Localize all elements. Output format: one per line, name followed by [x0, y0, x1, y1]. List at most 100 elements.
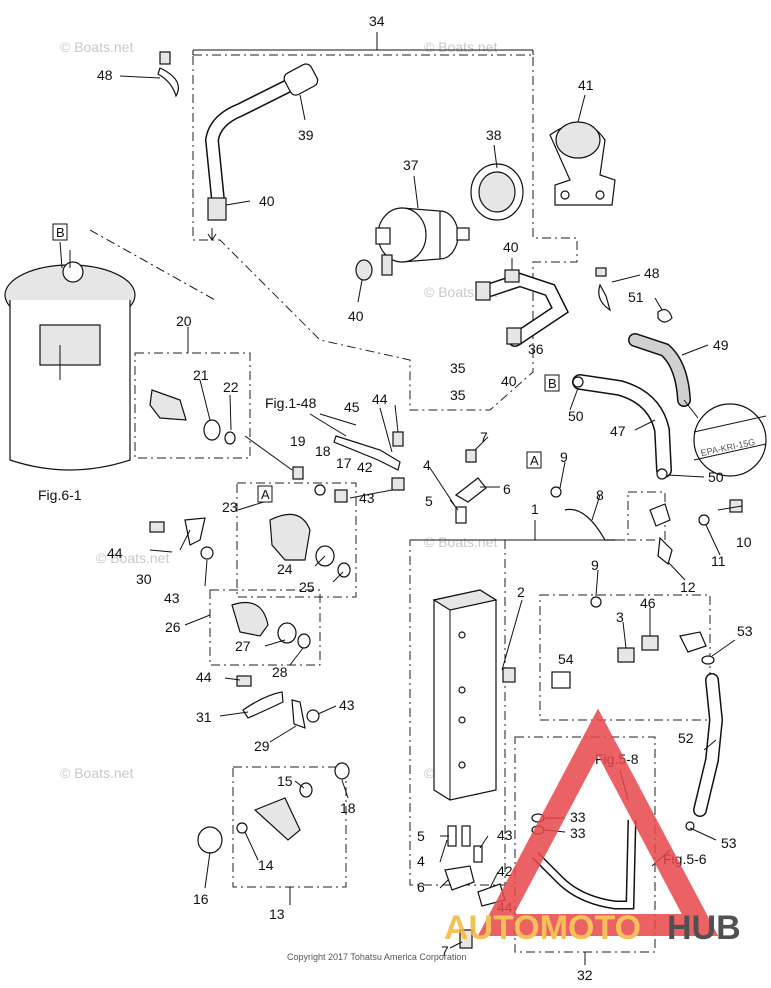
callout-23: 23 — [222, 499, 238, 515]
callout-53-upper: 53 — [737, 623, 753, 639]
epa-tag: EPA-KRI-15G — [683, 399, 767, 477]
callout-2: 2 — [517, 584, 525, 600]
callout-4-top: 4 — [423, 457, 431, 473]
callout-6-bottom: 6 — [417, 879, 425, 895]
callout-5-bottom: 5 — [417, 828, 425, 844]
callout-7-top: 7 — [480, 429, 488, 445]
callout-18-b: 18 — [340, 800, 356, 816]
arrow-down-icon — [207, 228, 217, 241]
callout-38: 38 — [486, 127, 502, 143]
callout-14: 14 — [258, 857, 274, 873]
callout-1: 1 — [531, 501, 539, 517]
main-body — [432, 589, 516, 801]
ref-box-a-left-text: A — [261, 487, 270, 502]
copyright-text: Copyright 2017 Tohatsu America Corporati… — [287, 952, 466, 962]
ref-box-b-right-text: B — [548, 376, 557, 391]
spring-4-a — [447, 825, 457, 847]
clip-51 — [657, 308, 673, 323]
spring-4-b — [461, 825, 471, 847]
clip-48-right — [598, 283, 612, 312]
ref-box-a-right — [526, 451, 542, 469]
part-45 — [333, 435, 401, 471]
callout-25: 25 — [299, 579, 315, 595]
callout-18-a: 18 — [315, 443, 331, 459]
part-18-lower — [334, 762, 350, 780]
watermark-2: © Boats.net — [424, 39, 497, 55]
watermark-1: © Boats.net — [60, 39, 133, 55]
part-29 — [291, 699, 306, 729]
callout-24: 24 — [277, 561, 293, 577]
part-46 — [641, 635, 659, 651]
callout-49: 49 — [713, 337, 729, 353]
callout-44-top: 44 — [372, 391, 388, 407]
callout-26: 26 — [165, 619, 181, 635]
part-43-top — [391, 477, 405, 491]
callout-43-bottom: 43 — [497, 827, 513, 843]
filter-37 — [355, 207, 470, 281]
callout-34: 34 — [369, 13, 385, 29]
hose-39 — [204, 63, 319, 241]
callout-9-top: 9 — [560, 449, 568, 465]
fitting-12-top — [649, 503, 671, 527]
callout-7-bottom: 7 — [441, 943, 449, 959]
callout-52: 52 — [678, 730, 694, 746]
watermark-4: © Boats.net — [96, 550, 169, 566]
callout-31: 31 — [196, 709, 212, 725]
ref-fig-1-48: Fig.1-48 — [265, 395, 317, 411]
callout-4-bottom: 4 — [417, 853, 425, 869]
watermark-6: © Boats.net — [60, 765, 133, 781]
callout-37: 37 — [403, 157, 419, 173]
small-parts — [149, 431, 743, 949]
callout-19: 19 — [290, 433, 306, 449]
bracket-30 — [184, 517, 206, 546]
fuel-pump-parts — [149, 389, 351, 854]
callout-6-top: 6 — [503, 481, 511, 497]
callout-33-b: 33 — [570, 825, 586, 841]
callout-29: 29 — [254, 738, 270, 754]
callout-50-b: 50 — [708, 469, 724, 485]
group-12-outline — [627, 491, 666, 541]
callout-numbers: 34 48 41 39 38 37 40 40 48 51 40 49 20 3… — [97, 13, 753, 983]
callout-46: 46 — [640, 595, 656, 611]
callout-16: 16 — [193, 891, 209, 907]
ref-box-a-right-text: A — [530, 453, 539, 468]
callout-44-mid: 44 — [196, 669, 212, 685]
group-1-outline — [409, 539, 506, 886]
callout-5-top: 5 — [425, 493, 433, 509]
callout-20: 20 — [176, 313, 192, 329]
callout-40-d: 40 — [501, 373, 517, 389]
screw-44-top — [392, 431, 404, 447]
screw-7-top — [465, 449, 477, 463]
part-21 — [149, 389, 187, 421]
ref-box-b-left — [52, 223, 68, 241]
spring-4-top — [455, 506, 467, 524]
callout-35-a: 35 — [450, 360, 466, 376]
callout-54: 54 — [558, 651, 574, 667]
clip-40-upper — [207, 197, 227, 221]
clip-40-left — [355, 259, 373, 281]
group-26-outline — [209, 589, 321, 666]
callout-30: 30 — [136, 571, 152, 587]
callout-47: 47 — [610, 423, 626, 439]
band-38 — [470, 163, 524, 221]
callout-3: 3 — [616, 609, 624, 625]
part-43-bottom — [473, 845, 483, 863]
callout-12: 12 — [680, 579, 696, 595]
part-17 — [334, 489, 348, 503]
ref-fig-6-1: Fig.6-1 — [38, 487, 82, 503]
automotohub-logo: AUTOMOTO HUB — [444, 708, 741, 947]
callout-51: 51 — [628, 289, 644, 305]
part-31 — [242, 691, 284, 719]
screw-7-bottom — [459, 929, 473, 949]
plate-6-top — [454, 477, 487, 503]
callout-48-right: 48 — [644, 265, 660, 281]
callout-28: 28 — [272, 664, 288, 680]
clip-48-left — [157, 67, 179, 98]
part-54 — [551, 671, 571, 689]
part-19 — [292, 466, 304, 480]
clip-50-lower — [656, 468, 668, 480]
callout-50-a: 50 — [568, 408, 584, 424]
callout-13: 13 — [269, 906, 285, 922]
